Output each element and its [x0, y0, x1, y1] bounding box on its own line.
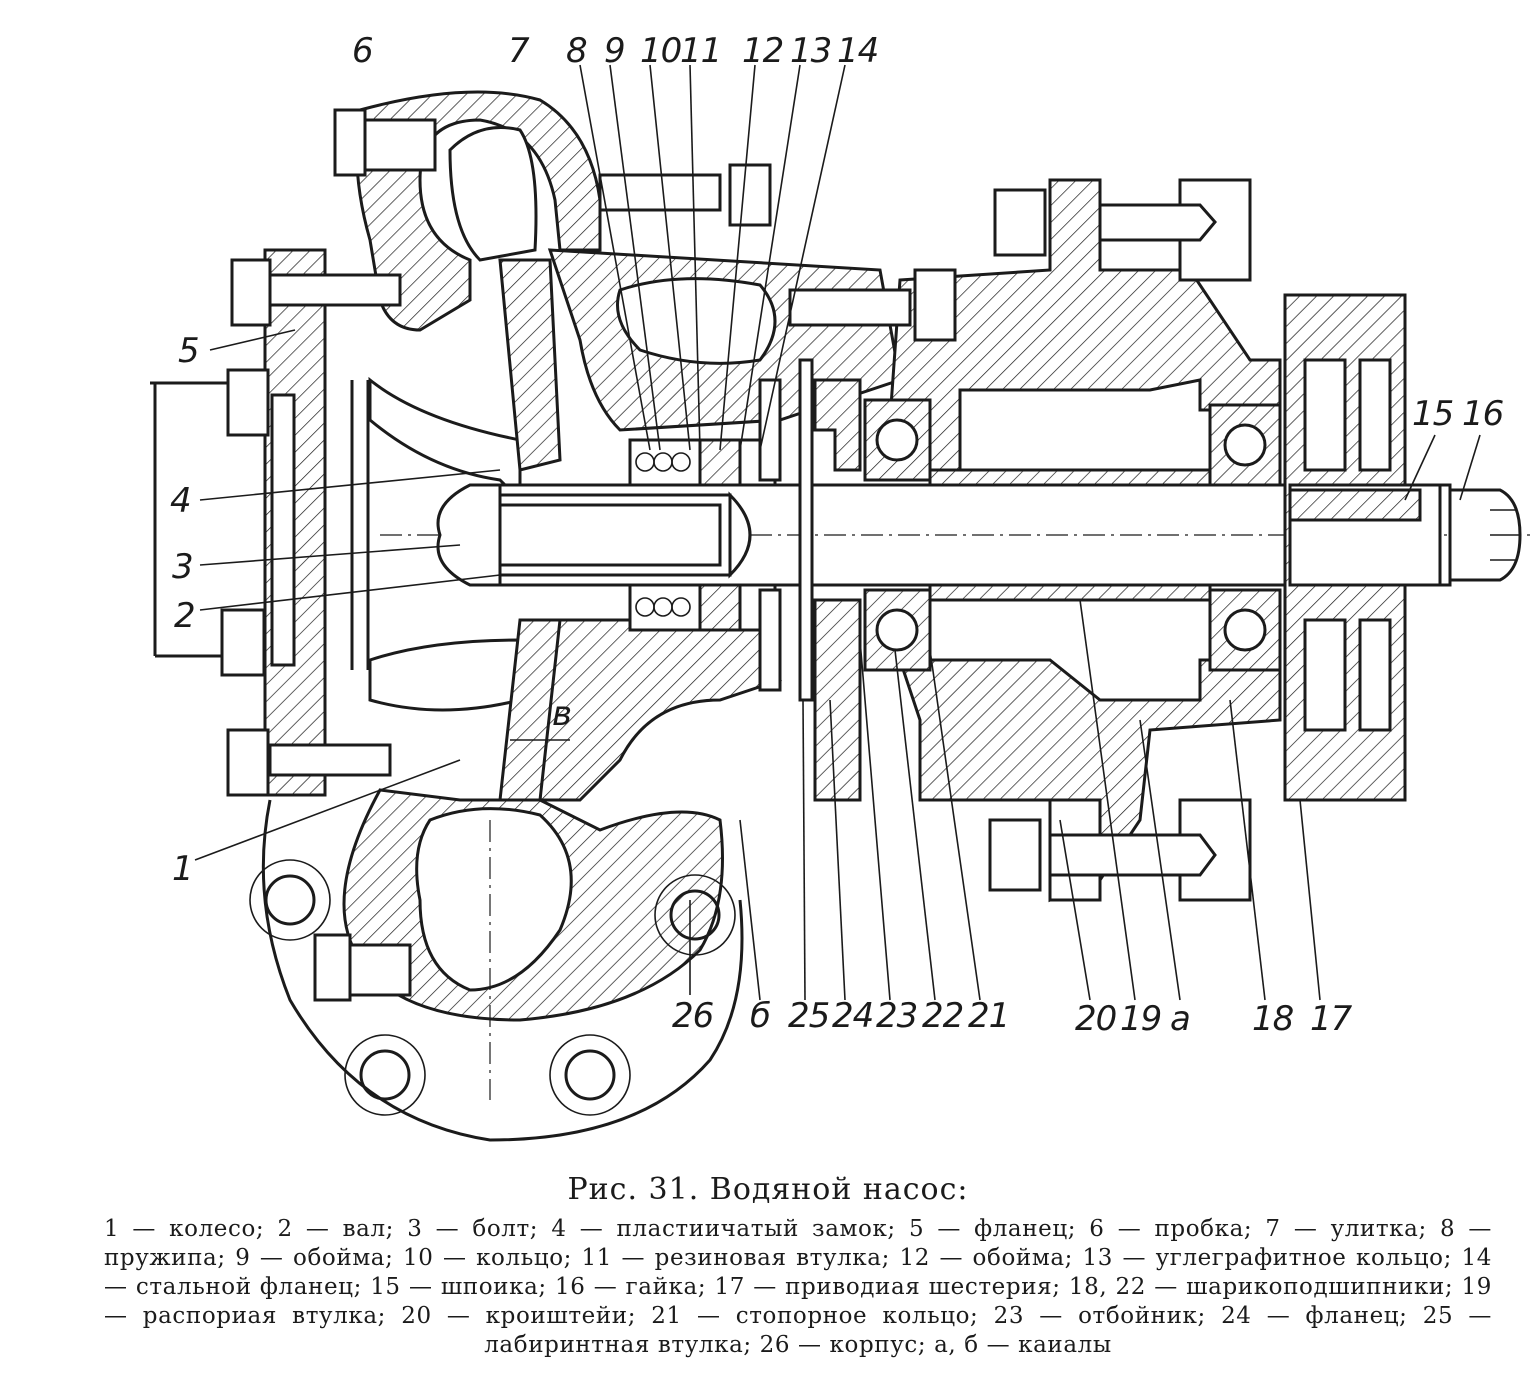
leader-lines [194, 64, 1481, 1001]
caption-title: Рис. 31. Водяной насос: [567, 1172, 969, 1207]
callout-14: 14 [837, 31, 878, 71]
caption-legend: 1 — колесо; 2 — вал; 3 — болт; 4 — пласт… [104, 1215, 1492, 1360]
callout-20: 20 [1075, 999, 1116, 1039]
legend-item: 15 — шпоика; [370, 1274, 547, 1300]
impeller-bolt [436, 483, 722, 587]
callout-17: 17 [1310, 999, 1353, 1039]
legend-item: 21 — стопорное кольцо; [651, 1303, 979, 1329]
callout-12: 12 [742, 31, 783, 71]
callout-25: 25 [788, 996, 829, 1036]
legend-item: 4 — пластиичатый замок; [551, 1216, 896, 1242]
legend-item: 13 — углеграфитное кольцо; [1082, 1245, 1452, 1271]
callout-4: 4 [170, 481, 191, 521]
callout-6: 6 [352, 31, 373, 71]
callout-3: 3 [172, 547, 193, 587]
callout-19: 19 [1120, 999, 1161, 1039]
drive-gear [1283, 293, 1442, 802]
volute-lower [342, 788, 724, 1022]
callout-23: 23 [876, 996, 917, 1036]
legend-item: 11 — резиновая втулка; [581, 1245, 890, 1271]
labyrinth-section [798, 358, 862, 802]
callout-21: 21 [968, 996, 1009, 1036]
seal-assembly [628, 378, 782, 692]
callout-16: 16 [1462, 394, 1504, 434]
callout-26: 26 [672, 996, 714, 1036]
ball-bearings [863, 398, 1282, 672]
legend-item: а, б — каиалы [934, 1332, 1112, 1358]
callout-22: 22 [922, 996, 963, 1036]
legend-item: 14 — стальной фланец; [104, 1245, 1492, 1300]
legend-item: 5 — фланец; [908, 1216, 1077, 1242]
legend-item: 10 — кольцо; [402, 1245, 573, 1271]
callout-9: 9 [604, 31, 625, 71]
legend-item: 12 — обойма; [899, 1245, 1073, 1271]
key-and-nut [1288, 488, 1522, 582]
legend-item: 16 — гайка; [555, 1274, 707, 1300]
legend-item: 9 — обойма; [235, 1245, 394, 1271]
callout-8: 8 [566, 31, 587, 71]
legend-item: 18, 22 — шарикоподшипники; [1068, 1274, 1454, 1300]
callout-7: 7 [508, 31, 530, 71]
callout-13: 13 [790, 31, 831, 71]
callout-15: 15 [1412, 394, 1453, 434]
callout-18: 18 [1252, 999, 1294, 1039]
legend-item: 17 — приводиая шестерия; [714, 1274, 1061, 1300]
outlet-flange [249, 799, 744, 1142]
legend-item: 25 — лабиринтная втулка; [484, 1303, 1492, 1358]
callout-a: а [1170, 999, 1190, 1039]
callout-1: 1 [172, 849, 193, 889]
callout-5: 5 [178, 331, 199, 371]
figure-caption: Рис. 31. Водяной насос: 1 — колесо; 2 — … [0, 1172, 1536, 1360]
legend-item: 7 — улитка; [1265, 1216, 1427, 1242]
legend-item: 6 — пробка; [1089, 1216, 1253, 1242]
legend-item: 24 — фланец; [1221, 1303, 1408, 1329]
legend-item: 3 — болт; [407, 1216, 539, 1242]
callout-24: 24 [832, 996, 873, 1036]
inlet-flange [263, 248, 370, 797]
legend-item: 23 — отбойник; [993, 1303, 1206, 1329]
callout-labels: 6 7 8 9 10 11 12 13 14 5 4 3 2 1 в 15 16… [170, 31, 1505, 1039]
callout-b: б [750, 996, 770, 1036]
callout-2: 2 [174, 596, 195, 636]
water-pump-section-drawing: 6 7 8 9 10 11 12 13 14 5 4 3 2 1 в 15 16… [150, 31, 1530, 1142]
callout-10: 10 [640, 31, 681, 71]
legend-item: 2 — вал; [277, 1216, 395, 1242]
fasteners [220, 108, 1217, 1002]
callout-v: в [552, 694, 571, 734]
legend-item: 26 — корпус; [759, 1332, 927, 1358]
impeller [368, 258, 562, 802]
legend-item: 1 — колесо; [104, 1216, 265, 1242]
callout-11: 11 [680, 31, 721, 71]
legend-item: 8 — пружипа; [104, 1216, 1492, 1271]
legend-item: 20 — кроиштейи; [401, 1303, 637, 1329]
legend-item: 19 — распориая втулка; [104, 1274, 1492, 1329]
